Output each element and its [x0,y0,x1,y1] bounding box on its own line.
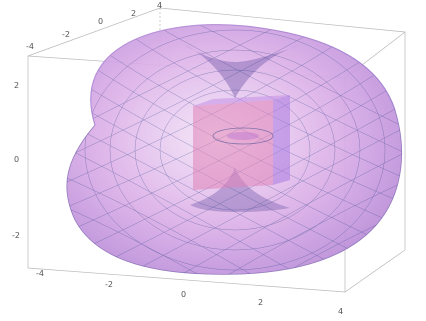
top-tick: 0 [98,17,103,26]
top-axis: -4 -2 0 2 4 [26,1,162,51]
bottom-tick: -4 [36,269,44,278]
left-tick: -2 [12,231,20,240]
top-tick: 2 [131,9,136,18]
inner-cube [193,95,290,190]
top-tick: 4 [157,1,162,10]
bottom-tick: 0 [181,290,186,299]
bottom-tick: -2 [105,280,113,289]
left-tick: 2 [14,81,19,90]
left-tick: 0 [14,155,19,164]
top-tick: -2 [62,30,70,39]
bottom-tick: 2 [258,298,263,307]
left-axis: 2 0 -2 [12,81,20,240]
top-tick: -4 [26,42,34,51]
bottom-tick: 4 [338,307,343,316]
bottom-axis: -4 -2 0 2 4 [36,269,343,316]
